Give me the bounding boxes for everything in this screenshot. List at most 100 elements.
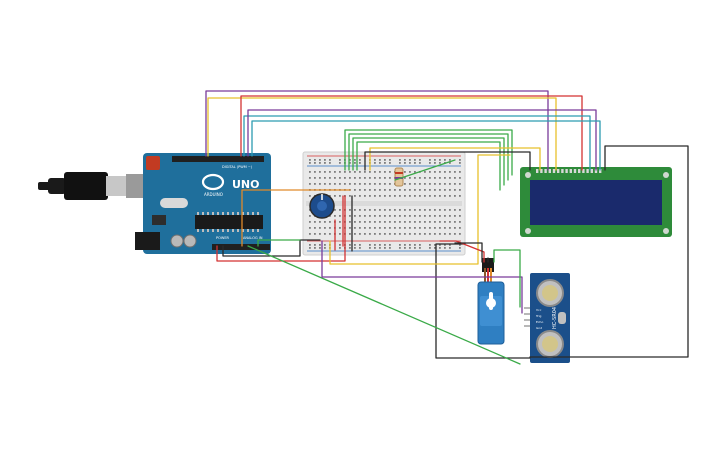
breadboard-hole[interactable]: [369, 209, 371, 211]
breadboard-hole[interactable]: [409, 177, 411, 179]
breadboard-hole[interactable]: [454, 227, 456, 229]
breadboard-hole[interactable]: [339, 177, 341, 179]
breadboard-hole[interactable]: [404, 183, 406, 185]
breadboard-hole[interactable]: [449, 221, 451, 223]
breadboard-hole[interactable]: [434, 233, 436, 235]
breadboard-hole[interactable]: [319, 233, 321, 235]
breadboard-hole[interactable]: [334, 171, 336, 173]
breadboard-hole[interactable]: [314, 227, 316, 229]
breadboard-hole[interactable]: [409, 171, 411, 173]
breadboard-hole[interactable]: [314, 221, 316, 223]
green-wire[interactable]: [257, 239, 301, 247]
breadboard-hole[interactable]: [339, 183, 341, 185]
breadboard-hole[interactable]: [389, 227, 391, 229]
lcd-pin[interactable]: [573, 169, 577, 173]
breadboard-hole[interactable]: [419, 227, 421, 229]
breadboard-hole[interactable]: [404, 227, 406, 229]
breadboard-hole[interactable]: [319, 244, 321, 246]
breadboard-hole[interactable]: [359, 221, 361, 223]
breadboard-hole[interactable]: [364, 215, 366, 217]
breadboard-hole[interactable]: [369, 183, 371, 185]
breadboard-hole[interactable]: [459, 215, 461, 217]
lcd-pin[interactable]: [540, 169, 543, 173]
power-analog-header[interactable]: [212, 244, 270, 250]
breadboard-hole[interactable]: [429, 233, 431, 235]
breadboard-hole[interactable]: [339, 244, 341, 246]
breadboard-hole[interactable]: [384, 177, 386, 179]
breadboard-hole[interactable]: [454, 195, 456, 197]
breadboard-hole[interactable]: [439, 183, 441, 185]
breadboard-hole[interactable]: [439, 209, 441, 211]
breadboard-hole[interactable]: [324, 244, 326, 246]
breadboard-hole[interactable]: [364, 227, 366, 229]
breadboard-hole[interactable]: [444, 177, 446, 179]
breadboard-hole[interactable]: [369, 227, 371, 229]
breadboard-hole[interactable]: [439, 195, 441, 197]
breadboard-hole[interactable]: [454, 183, 456, 185]
breadboard-hole[interactable]: [459, 189, 461, 191]
breadboard-hole[interactable]: [379, 171, 381, 173]
breadboard-hole[interactable]: [349, 209, 351, 211]
breadboard-hole[interactable]: [444, 209, 446, 211]
breadboard-hole[interactable]: [449, 189, 451, 191]
breadboard-hole[interactable]: [329, 177, 331, 179]
breadboard-hole[interactable]: [459, 183, 461, 185]
breadboard-hole[interactable]: [424, 177, 426, 179]
breadboard-hole[interactable]: [409, 233, 411, 235]
breadboard-hole[interactable]: [404, 209, 406, 211]
breadboard-hole[interactable]: [449, 215, 451, 217]
black-wire[interactable]: [222, 239, 321, 257]
breadboard-hole[interactable]: [409, 162, 411, 164]
breadboard-hole[interactable]: [354, 209, 356, 211]
breadboard-hole[interactable]: [334, 195, 336, 197]
breadboard-hole[interactable]: [364, 195, 366, 197]
ultrasonic-sensor[interactable]: HC-SR04 Vcc Trig Echo Gnd: [524, 273, 570, 363]
breadboard-hole[interactable]: [434, 177, 436, 179]
breadboard-hole[interactable]: [394, 195, 396, 197]
breadboard-hole[interactable]: [364, 171, 366, 173]
breadboard-hole[interactable]: [354, 171, 356, 173]
breadboard-hole[interactable]: [384, 189, 386, 191]
breadboard-hole[interactable]: [344, 183, 346, 185]
breadboard-hole[interactable]: [399, 215, 401, 217]
teal-wire[interactable]: [251, 120, 601, 171]
breadboard-hole[interactable]: [419, 183, 421, 185]
breadboard-hole[interactable]: [434, 247, 436, 249]
breadboard-hole[interactable]: [429, 162, 431, 164]
breadboard-hole[interactable]: [309, 233, 311, 235]
black-wire[interactable]: [529, 145, 689, 358]
breadboard-hole[interactable]: [434, 221, 436, 223]
breadboard-hole[interactable]: [399, 209, 401, 211]
breadboard-hole[interactable]: [349, 247, 351, 249]
breadboard-hole[interactable]: [409, 221, 411, 223]
breadboard-hole[interactable]: [389, 159, 391, 161]
breadboard-hole[interactable]: [399, 233, 401, 235]
breadboard-hole[interactable]: [429, 195, 431, 197]
breadboard-hole[interactable]: [374, 159, 376, 161]
breadboard-hole[interactable]: [434, 162, 436, 164]
black-wire[interactable]: [364, 151, 531, 171]
breadboard-hole[interactable]: [354, 177, 356, 179]
breadboard-hole[interactable]: [384, 233, 386, 235]
breadboard-hole[interactable]: [379, 247, 381, 249]
lcd-pin[interactable]: [582, 169, 585, 173]
breadboard-hole[interactable]: [374, 209, 376, 211]
breadboard-hole[interactable]: [379, 233, 381, 235]
breadboard-hole[interactable]: [374, 171, 376, 173]
breadboard-hole[interactable]: [434, 227, 436, 229]
breadboard-hole[interactable]: [354, 221, 356, 223]
breadboard-hole[interactable]: [369, 215, 371, 217]
breadboard-hole[interactable]: [369, 233, 371, 235]
breadboard-hole[interactable]: [414, 215, 416, 217]
breadboard-hole[interactable]: [439, 177, 441, 179]
breadboard-hole[interactable]: [414, 177, 416, 179]
breadboard-hole[interactable]: [379, 162, 381, 164]
breadboard-hole[interactable]: [354, 244, 356, 246]
yellow-wire[interactable]: [369, 147, 541, 171]
breadboard-hole[interactable]: [324, 162, 326, 164]
breadboard-hole[interactable]: [329, 227, 331, 229]
breadboard-hole[interactable]: [309, 177, 311, 179]
breadboard-hole[interactable]: [389, 177, 391, 179]
breadboard-hole[interactable]: [374, 177, 376, 179]
breadboard-hole[interactable]: [329, 221, 331, 223]
